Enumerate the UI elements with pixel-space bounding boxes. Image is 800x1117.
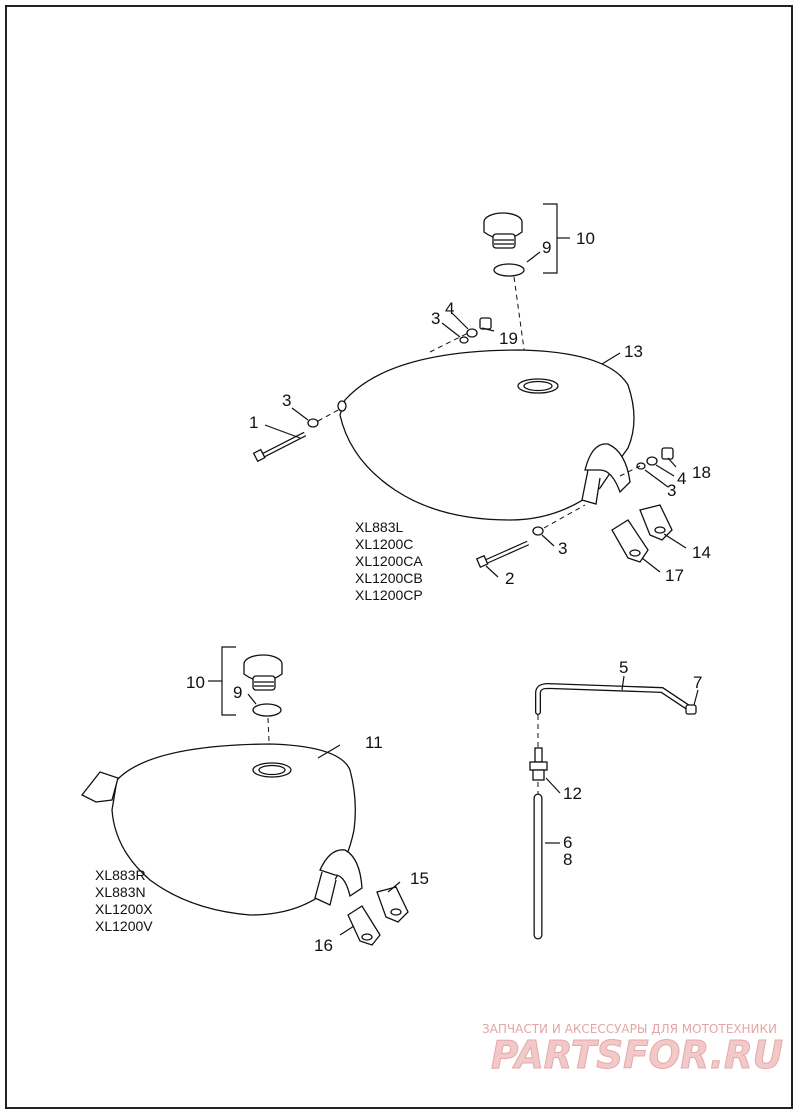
callout-7: 7 [693, 673, 702, 692]
callout-16: 16 [314, 936, 333, 955]
model-list-top: XL883L XL1200C XL1200CA XL1200CB XL1200C… [355, 519, 423, 603]
fitting-12 [529, 747, 548, 781]
bolt-2 [475, 540, 530, 569]
model-name: XL1200V [95, 918, 153, 934]
fuel-cap-top [483, 212, 523, 249]
watermark: ЗАПЧАСТИ И АКСЕССУАРЫ ДЛЯ МОТОТЕХНИКИ PA… [482, 1022, 784, 1078]
nut-19 [479, 317, 492, 330]
model-name: XL1200CA [355, 553, 423, 569]
washer-3-right [636, 462, 646, 470]
model-name: XL883L [355, 519, 403, 535]
vent-tube-5 [535, 682, 697, 715]
callout-18: 18 [692, 463, 711, 482]
callout-13: 13 [624, 342, 643, 361]
o-ring-top [493, 263, 525, 277]
callout-12: 12 [563, 784, 582, 803]
callout-10-bottom: 10 [186, 673, 205, 692]
callout-8: 8 [563, 850, 572, 869]
lockwasher-4-right [646, 456, 658, 466]
model-name: XL1200C [355, 536, 413, 552]
callout-3-topwasher: 3 [431, 309, 440, 328]
fuel-tank-top [337, 349, 635, 521]
bracket-14 [639, 504, 673, 541]
fuel-cap-bottom [243, 654, 283, 691]
watermark-brand: PARTSFOR.RU [491, 1033, 783, 1077]
callout-9-top: 9 [542, 238, 551, 257]
bracket-17 [611, 519, 649, 563]
model-name: XL1200CB [355, 570, 423, 586]
callout-19: 19 [499, 329, 518, 348]
callout-3-left: 3 [282, 391, 291, 410]
washer-3-top [459, 336, 469, 344]
bracket-15 [376, 886, 409, 923]
callout-5: 5 [619, 658, 628, 677]
model-name: XL883N [95, 884, 146, 900]
model-name: XL1200CP [355, 587, 423, 603]
drawing-frame [5, 5, 793, 1109]
fuel-tank-bottom [80, 743, 363, 916]
callout-9-bottom: 9 [233, 683, 242, 702]
washer-3-left [307, 418, 319, 428]
lockwasher-4-top [466, 328, 478, 338]
o-ring-bottom [252, 703, 282, 717]
callout-4-right: 4 [677, 469, 686, 488]
callout-14: 14 [692, 543, 711, 562]
callout-17: 17 [665, 566, 684, 585]
model-list-bottom: XL883R XL883N XL1200X XL1200V [95, 867, 153, 934]
callout-15: 15 [410, 869, 429, 888]
callout-3-bottom: 3 [558, 539, 567, 558]
model-name: XL1200X [95, 901, 153, 917]
bolt-1 [252, 431, 307, 463]
callout-3-right: 3 [667, 481, 676, 500]
callout-4-top: 4 [445, 299, 454, 318]
callout-6: 6 [563, 833, 572, 852]
nut-18 [661, 447, 674, 460]
callout-10-top: 10 [576, 229, 595, 248]
callout-1: 1 [249, 413, 258, 432]
callout-11: 11 [365, 733, 383, 752]
watermark-tagline: ЗАПЧАСТИ И АКСЕССУАРЫ ДЛЯ МОТОТЕХНИКИ [482, 1022, 777, 1036]
washer-3-bottom [532, 526, 544, 536]
bracket-16 [347, 905, 381, 946]
model-name: XL883R [95, 867, 146, 883]
callout-2: 2 [505, 569, 514, 588]
